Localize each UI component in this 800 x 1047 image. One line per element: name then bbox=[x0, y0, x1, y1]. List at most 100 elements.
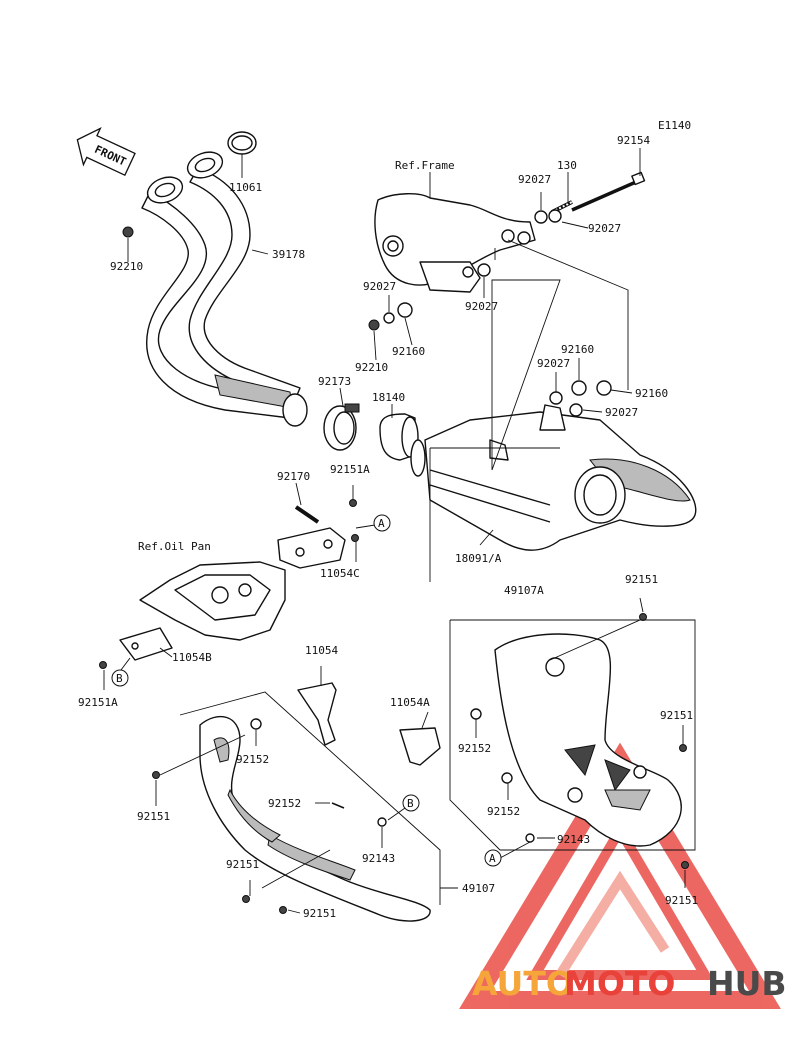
svg-text:A: A bbox=[489, 852, 496, 865]
label-92151A-a: 92151A bbox=[330, 463, 370, 476]
label-92173: 92173 bbox=[318, 375, 351, 388]
washer-92152-d bbox=[331, 802, 345, 809]
label-92160-b: 92160 bbox=[561, 343, 594, 356]
washer-92027-c bbox=[477, 263, 491, 277]
label-92151-f: 92151 bbox=[303, 907, 336, 920]
frame-reference bbox=[374, 193, 536, 293]
front-arrow-icon: FRONT bbox=[76, 127, 136, 177]
label-92170: 92170 bbox=[277, 470, 310, 483]
label-92210-b: 92210 bbox=[355, 361, 388, 374]
bracket-11054 bbox=[297, 682, 337, 746]
label-130: 130 bbox=[557, 159, 577, 172]
diagram-code: E1140 bbox=[658, 119, 691, 132]
bolt-92151-d bbox=[152, 771, 160, 779]
label-11054C: 11054C bbox=[320, 567, 360, 580]
bushing-92160-a bbox=[397, 302, 413, 318]
label-92027-e: 92027 bbox=[537, 357, 570, 370]
watermark-auto: AUTO bbox=[472, 964, 574, 1003]
label-92210-a: 92210 bbox=[110, 260, 143, 273]
bolt-92151A-b bbox=[351, 534, 359, 542]
callout-a-bottom: A bbox=[484, 849, 502, 867]
bracket-11054B bbox=[119, 627, 173, 661]
label-18091A: 18091/A bbox=[455, 552, 502, 565]
label-92152-b: 92152 bbox=[458, 742, 491, 755]
label-11061: 11061 bbox=[229, 181, 262, 194]
label-11054: 11054 bbox=[305, 644, 338, 657]
watermark-logo bbox=[459, 742, 781, 1009]
label-11054B: 11054B bbox=[172, 651, 212, 664]
callout-b-mid: B bbox=[402, 794, 420, 812]
bolt-92151-a bbox=[639, 613, 647, 621]
bolt-92151-f bbox=[279, 906, 287, 914]
washer-92027-e bbox=[549, 391, 563, 405]
washer-92152-c bbox=[501, 772, 513, 784]
bolt-92151A bbox=[349, 499, 357, 507]
watermark-moto: MOTO bbox=[564, 964, 675, 1003]
label-ref-oil-pan: Ref.Oil Pan bbox=[138, 540, 211, 553]
clamp-92173 bbox=[323, 403, 360, 451]
washer-92027-a bbox=[534, 210, 548, 224]
bracket-11054A bbox=[399, 727, 441, 766]
exhaust-header-pipe bbox=[141, 151, 308, 427]
label-92027-d: 92027 bbox=[363, 280, 396, 293]
svg-text:B: B bbox=[407, 797, 414, 810]
heat-cover-49107 bbox=[199, 715, 431, 922]
label-92160-a: 92160 bbox=[392, 345, 425, 358]
bushing-92160-c bbox=[596, 380, 612, 396]
bolt-92151-c bbox=[681, 861, 689, 869]
grommet-92143-a bbox=[377, 817, 387, 827]
label-ref-frame: Ref.Frame bbox=[395, 159, 455, 172]
label-92151-a: 92151 bbox=[625, 573, 658, 586]
svg-text:B: B bbox=[116, 672, 123, 685]
watermark-hub: HUB bbox=[707, 964, 787, 1003]
label-92151-b: 92151 bbox=[660, 709, 693, 722]
bolt-92170 bbox=[294, 505, 320, 524]
muffler-18091 bbox=[410, 404, 697, 551]
label-92151A-b: 92151A bbox=[78, 696, 118, 709]
gasket-11061 bbox=[227, 131, 257, 155]
bushing-92160-b bbox=[571, 380, 587, 396]
bolt-92154 bbox=[571, 171, 646, 212]
label-92143-b: 92143 bbox=[557, 833, 590, 846]
label-92160-c: 92160 bbox=[635, 387, 668, 400]
label-92152-a: 92152 bbox=[236, 753, 269, 766]
bolt-92151-b bbox=[679, 744, 687, 752]
callout-a-top: A bbox=[373, 514, 391, 532]
oil-pan-reference bbox=[139, 561, 286, 641]
callout-b-left: B bbox=[111, 669, 129, 687]
label-18140: 18140 bbox=[372, 391, 405, 404]
grommet-92143-b bbox=[525, 833, 535, 843]
label-92151-c: 92151 bbox=[665, 894, 698, 907]
label-49107: 49107 bbox=[462, 882, 495, 895]
bracket-11054C bbox=[277, 527, 346, 569]
washer-92027-f bbox=[569, 403, 583, 417]
label-92027-b: 92027 bbox=[588, 222, 621, 235]
label-92152-d: 92152 bbox=[268, 797, 301, 810]
label-49107A: 49107A bbox=[504, 584, 544, 597]
bolt-92151-e bbox=[242, 895, 250, 903]
heat-cover-49107A bbox=[494, 633, 682, 847]
washer-92152-b bbox=[470, 708, 482, 720]
label-39178: 39178 bbox=[272, 248, 305, 261]
label-92027-f: 92027 bbox=[605, 406, 638, 419]
washer-92027-b bbox=[548, 209, 562, 223]
label-92151-e: 92151 bbox=[226, 858, 259, 871]
watermark-text: AUTO MOTO HUB bbox=[472, 964, 787, 1003]
nut-92210 bbox=[122, 226, 134, 238]
label-92027-a: 92027 bbox=[518, 173, 551, 186]
label-92154: 92154 bbox=[617, 134, 650, 147]
label-92143-a: 92143 bbox=[362, 852, 395, 865]
label-92151-d: 92151 bbox=[137, 810, 170, 823]
washer-92027-d bbox=[383, 312, 395, 324]
part-labels: E1140 11061 92210 39178 Ref.Frame 130 92… bbox=[78, 119, 698, 920]
label-92027-c: 92027 bbox=[465, 300, 498, 313]
bolt-92151A-c bbox=[99, 661, 107, 669]
nut-92210-b bbox=[368, 319, 380, 331]
label-92152-c: 92152 bbox=[487, 805, 520, 818]
leader-lines bbox=[103, 148, 696, 914]
svg-text:A: A bbox=[378, 517, 385, 530]
washer-92152-a bbox=[250, 718, 262, 730]
label-11054A: 11054A bbox=[390, 696, 430, 709]
